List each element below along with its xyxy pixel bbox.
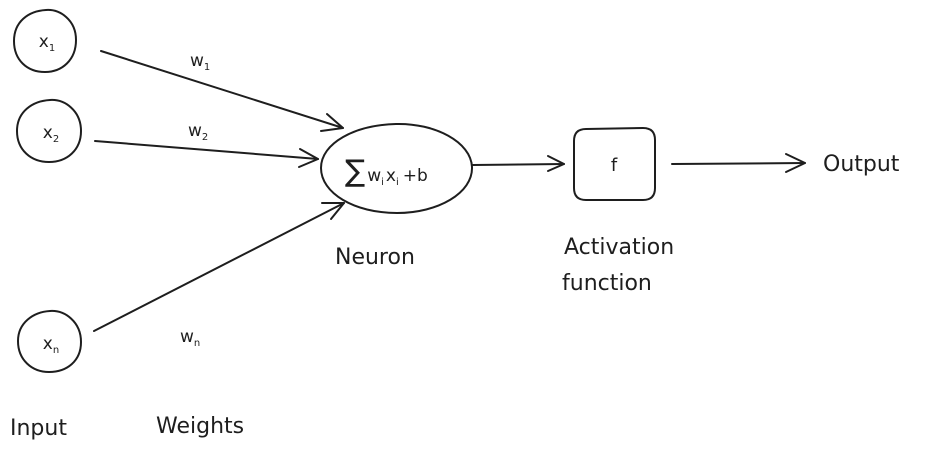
- weight-w1: w1: [190, 51, 210, 73]
- weights-label: Weights: [156, 414, 244, 439]
- arrow-input-n-to-neuron: [93, 202, 345, 332]
- input-node-n: xn: [17, 309, 82, 373]
- input-2-sub: 2: [53, 134, 59, 145]
- input-label: Input: [10, 416, 67, 441]
- activation-symbol: f: [611, 155, 618, 176]
- neuron-x: x: [386, 166, 396, 186]
- input-n-base: x: [43, 334, 53, 354]
- activation-label-line2: function: [562, 271, 652, 296]
- neuron-x-sub: i: [396, 177, 399, 188]
- arrow-input-2-to-neuron: [94, 140, 319, 168]
- activation-box: f: [573, 127, 656, 201]
- weight-wn-sub: n: [194, 338, 200, 349]
- neuron-bias: +b: [403, 166, 428, 186]
- weight-wn: wn: [180, 327, 200, 349]
- weight-w2-sub: 2: [202, 132, 208, 143]
- input-node-2: x2: [16, 98, 82, 163]
- svg-text:xn: xn: [43, 334, 59, 356]
- weight-w2: w2: [188, 121, 208, 143]
- input-1-base: x: [39, 32, 49, 52]
- neuron-label: Neuron: [335, 245, 415, 270]
- sum-symbol: ∑: [345, 154, 365, 189]
- activation-label-line1: Activation: [564, 235, 674, 260]
- arrow-input-1-to-neuron: [100, 50, 344, 132]
- input-node-1: x1: [13, 8, 77, 73]
- svg-text:x2: x2: [43, 123, 59, 145]
- input-2-base: x: [43, 123, 53, 143]
- neuron-w-sub: i: [381, 177, 384, 188]
- neuron-w: w: [367, 166, 381, 186]
- arrow-activation-to-output: [671, 153, 806, 173]
- input-1-sub: 1: [49, 43, 55, 54]
- output-label: Output: [823, 152, 900, 177]
- input-n-sub: n: [53, 345, 59, 356]
- weight-w1-sub: 1: [204, 62, 210, 73]
- arrow-neuron-to-activation: [472, 155, 565, 172]
- weight-w2-base: w: [188, 121, 202, 141]
- svg-text:x1: x1: [39, 32, 55, 54]
- weight-w1-base: w: [190, 51, 204, 71]
- weight-wn-base: w: [180, 327, 194, 347]
